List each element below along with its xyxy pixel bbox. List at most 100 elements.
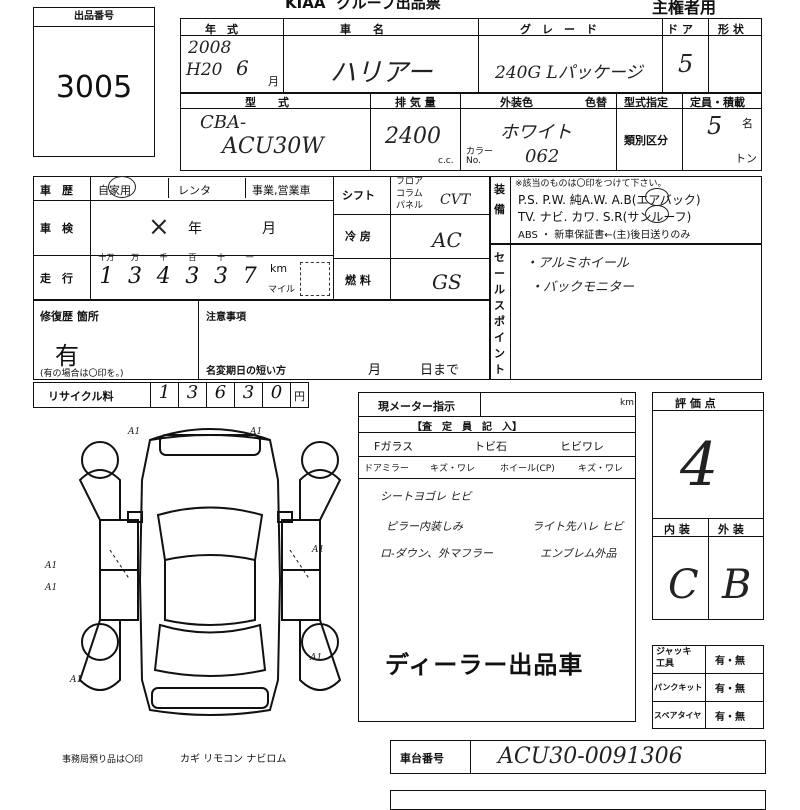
fuel-value: GS (432, 270, 462, 294)
sale-point-item1: ・アルミホイール (525, 256, 629, 271)
damage-mark: A1 (249, 427, 262, 437)
rear-bumper (151, 687, 269, 709)
interior-label: 内 装 (664, 523, 690, 536)
displacement-unit: c.c. (438, 156, 454, 166)
org-title: KIAA グループ出品票 (285, 0, 441, 13)
shaken-value: × (148, 212, 170, 242)
year-month-unit: 月 (268, 75, 279, 88)
right-front-fender (299, 469, 342, 521)
recycle-digit: 0 (263, 382, 291, 408)
mileage-values: 1 3 4 3 3 7 (92, 264, 264, 289)
door-mirror-label: ドアミラー (364, 464, 409, 474)
repair-notes-box (33, 300, 490, 380)
exterior-label: 外 装 (718, 523, 744, 536)
mileage-digit: 3 (128, 264, 142, 289)
grade-label: グ レ ー ド (520, 23, 597, 36)
right-front-tire (301, 441, 339, 479)
car-name-value: ハリアー (330, 58, 433, 88)
shaken-label: 車 検 (40, 222, 73, 235)
inspector-note: ピラー内装しみ (386, 520, 463, 533)
damage-mark: A1 (69, 675, 82, 685)
mileage-unit-mile: マイル (268, 285, 296, 295)
equipment-note: ※該当のものは〇印をつけて下さい。 (515, 179, 667, 189)
keys-label: 事務局預り品は〇印 (62, 755, 144, 765)
equipment-line3: ABS ・ 新車保証書←(主)後日送りのみ (518, 230, 691, 241)
tool-jack-value: 有・無 (715, 656, 745, 667)
doors-value: 5 (678, 50, 694, 78)
equipment-line1: P.S. P.W. 純A.W. A.B(エアバック) (518, 193, 701, 207)
shift-value: CVT (440, 192, 471, 208)
inspector-note: ロ-ダウン、外マフラー (380, 547, 494, 560)
inspector-label: 【査 定 員 記 入】 (412, 422, 522, 433)
repair-value: 有 (55, 342, 79, 370)
left-mirror (127, 511, 143, 523)
history-rental: レンタ (178, 184, 211, 197)
sale-point-label: セールスポイント (494, 251, 505, 376)
type-spec-label: 型式指定 (624, 96, 668, 109)
name-change-month: 月 (368, 363, 382, 378)
repaint-label: 色替 (585, 96, 607, 109)
mileage-unit-100: 百 (188, 253, 197, 262)
right-mirror (277, 511, 293, 523)
car-name-label: 車 名 (340, 23, 384, 36)
lot-number: 3005 (55, 70, 133, 105)
meter-label: 現メーター指示 (378, 400, 455, 413)
damage-mark: A1 (311, 545, 324, 555)
mileage-unit-100k: 十万 (98, 253, 115, 262)
history-circle (108, 176, 136, 198)
left-front-fender (78, 469, 121, 521)
sale-point-item2: ・バックモニター (530, 280, 635, 295)
name-change-label: 名変期日の短い方 (206, 366, 286, 377)
tools-box (652, 645, 764, 729)
tool-jack-label: ジャッキ 工具 (656, 647, 692, 669)
roof (164, 560, 256, 626)
capacity-value: 5 (707, 112, 723, 140)
recycle-digit: 6 (207, 382, 235, 408)
front-grille (159, 434, 261, 456)
ext-color-value: ホワイト (500, 122, 572, 143)
class-label: 類別区分 (624, 134, 668, 147)
inspector-note: ライト先ハレ ヒビ (532, 520, 624, 533)
exterior-score: B (722, 562, 752, 608)
org-name: KIAA (285, 0, 326, 12)
right-rear-tire (301, 623, 339, 661)
mileage-unit-10k: 万 (131, 253, 139, 262)
color-no-value: 062 (525, 146, 560, 167)
stone-chip-label: トビ石 (474, 440, 507, 453)
right-rear-door (281, 569, 321, 621)
mileage-label: 走 行 (40, 272, 73, 285)
recycle-digit: 3 (235, 382, 263, 408)
year-value-b: H20 (186, 60, 223, 80)
doors-label: ド ア (667, 23, 693, 36)
left-rear-door (99, 569, 139, 621)
door-mirror-damage: キズ・ワレ (430, 464, 476, 474)
recycle-label: リサイクル料 (48, 390, 114, 403)
chassis-box (390, 740, 766, 774)
meter-unit: km (620, 398, 634, 408)
inspector-note: シートヨゴレ ヒビ (380, 490, 472, 503)
vehicle-info-grid (180, 18, 762, 171)
model-value2: ACU30W (222, 134, 324, 159)
car-diagram: A1 A1 A1 A1 A1 A1 A1 (44, 427, 342, 716)
wheel-label: ホイール(CP) (500, 464, 555, 474)
history-business: 事業,営業車 (252, 184, 311, 197)
fglass-label: Fガラス (374, 440, 414, 453)
sale-point-box (490, 244, 762, 380)
aircon-value: AC (432, 228, 462, 252)
recycle-box (33, 382, 309, 408)
equipment-circle-ab (645, 188, 669, 206)
wheel-damage: キズ・ワレ (578, 464, 624, 474)
chassis-value: ACU30-0091306 (498, 744, 683, 769)
mileage-check-box (300, 262, 330, 296)
capacity-unit-ton: トン (735, 152, 757, 165)
damage-mark: A1 (127, 427, 140, 437)
mileage-digit: 4 (156, 264, 171, 289)
shift-option-floor: フロア (396, 177, 424, 187)
recycle-unit: 円 (294, 390, 305, 403)
inspector-box (358, 392, 636, 722)
lot-label: 出品番号 (34, 8, 154, 27)
grade-value: 240G Lパッケージ (495, 63, 643, 83)
windshield (156, 506, 264, 562)
aircon-label: 冷 房 (345, 230, 371, 243)
